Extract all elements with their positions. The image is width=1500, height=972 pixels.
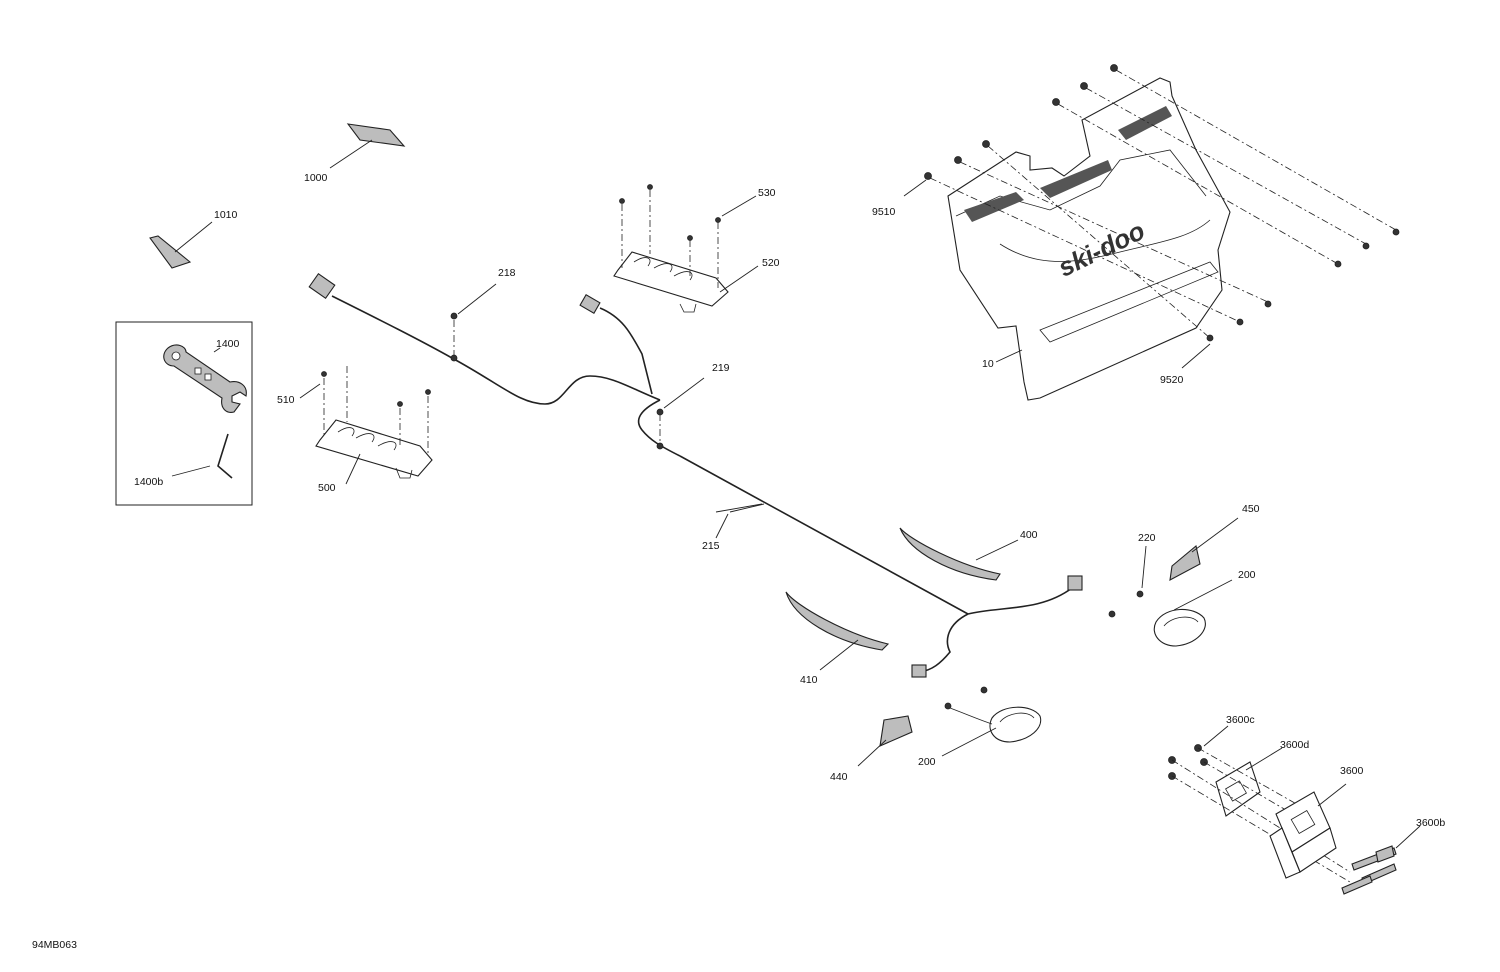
callout-3600: 3600 xyxy=(1340,765,1364,777)
callout-510: 510 xyxy=(277,394,295,406)
part-1400b-hex-key[interactable] xyxy=(171,433,233,479)
callout-220: 220 xyxy=(1138,532,1156,544)
callout-520: 520 xyxy=(762,257,780,269)
callout-219: 219 xyxy=(712,362,730,374)
callout-450: 450 xyxy=(1242,503,1260,515)
callout-1010: 1010 xyxy=(214,209,238,221)
callout-1400b: 1400b xyxy=(134,476,163,488)
part-1400-wrench[interactable] xyxy=(163,344,247,413)
part-410-strip[interactable] xyxy=(785,591,890,671)
part-3600b-bolts[interactable] xyxy=(1341,825,1421,895)
part-520-bracket[interactable] xyxy=(613,184,759,313)
part-450-decal[interactable] xyxy=(1169,517,1239,581)
diagram-code: 94MB063 xyxy=(32,939,77,951)
part-1000-decal[interactable] xyxy=(329,123,406,169)
flap-fastener-lines xyxy=(929,69,1397,339)
callout-9510: 9510 xyxy=(872,206,896,218)
callout-9520: 9520 xyxy=(1160,374,1184,386)
part-215-wiring-harness[interactable] xyxy=(308,272,1083,678)
callout-440: 440 xyxy=(830,771,848,783)
callout-530: 530 xyxy=(758,187,776,199)
part-1010-decal[interactable] xyxy=(149,221,213,269)
part-500-bracket[interactable] xyxy=(299,366,433,485)
callout-10: 10 xyxy=(982,358,994,370)
callout-218: 218 xyxy=(498,267,516,279)
part-220-nut[interactable] xyxy=(1141,545,1147,589)
callout-215: 215 xyxy=(702,540,720,552)
callout-200-left: 200 xyxy=(918,756,936,768)
callout-400: 400 xyxy=(1020,529,1038,541)
part-219-clip[interactable] xyxy=(656,377,705,450)
part-9510-washer[interactable] xyxy=(903,64,1118,197)
part-9520-screw[interactable] xyxy=(1181,228,1400,369)
part-10-rear-flap[interactable]: ski-doo xyxy=(947,77,1231,401)
hitch-fastener-lines xyxy=(1171,747,1361,889)
callout-1000: 1000 xyxy=(304,172,328,184)
callout-1400: 1400 xyxy=(216,338,240,350)
part-3600c-nuts[interactable] xyxy=(1168,725,1229,780)
tool-kit-box xyxy=(115,321,253,506)
callout-3600b: 3600b xyxy=(1416,817,1445,829)
part-3600-receiver[interactable] xyxy=(1269,783,1347,879)
part-218-clip[interactable] xyxy=(450,283,497,362)
part-200-light-right[interactable] xyxy=(1108,579,1233,647)
part-400-strip[interactable] xyxy=(899,527,1019,581)
callout-200-right: 200 xyxy=(1238,569,1256,581)
callout-410: 410 xyxy=(800,674,818,686)
part-3600d-plate[interactable] xyxy=(1215,747,1283,817)
callout-3600d: 3600d xyxy=(1280,739,1309,751)
part-200-light-left[interactable] xyxy=(941,686,1042,757)
callout-500: 500 xyxy=(318,482,336,494)
callout-3600c: 3600c xyxy=(1226,714,1255,726)
part-440-decal[interactable] xyxy=(857,715,913,767)
